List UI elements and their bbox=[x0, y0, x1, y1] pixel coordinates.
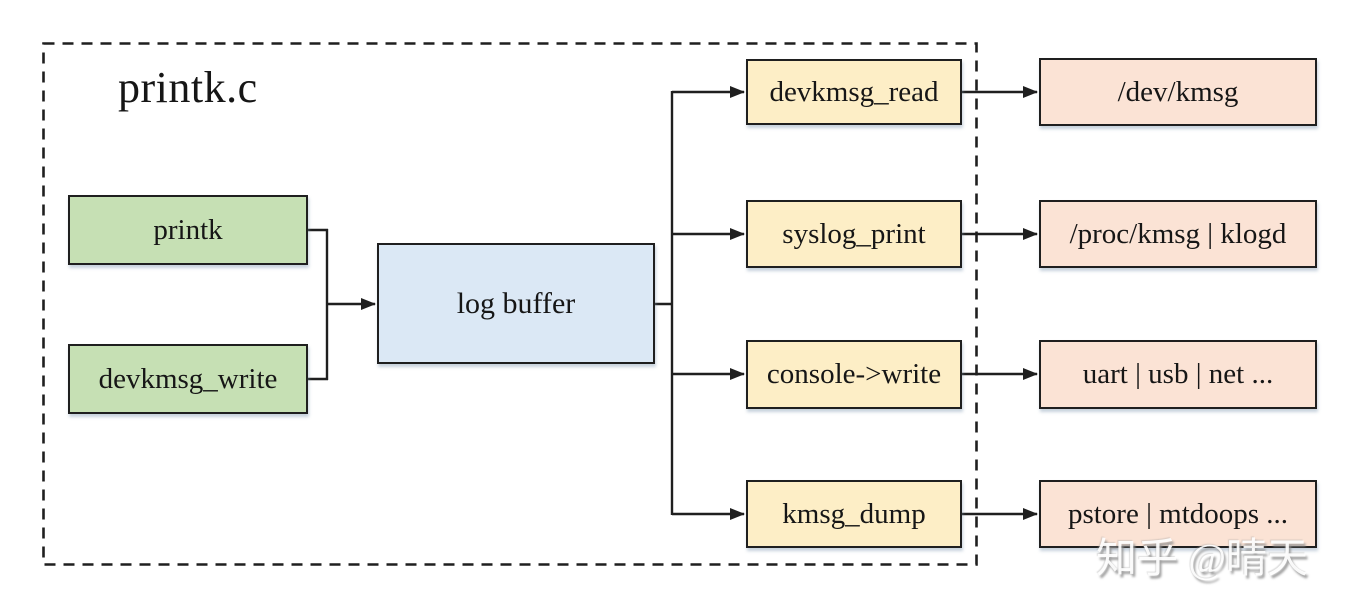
node-kmsg-dump: kmsg_dump bbox=[746, 480, 962, 548]
node-uart-usb-net: uart | usb | net ... bbox=[1039, 340, 1317, 409]
frame-title: printk.c bbox=[118, 63, 258, 112]
zhihu-watermark: 知乎 @晴天 bbox=[1096, 535, 1309, 581]
node-devkmsg-write: devkmsg_write bbox=[68, 344, 308, 414]
node-dev-kmsg: /dev/kmsg bbox=[1039, 58, 1317, 126]
node-proc-kmsg-klogd: /proc/kmsg | klogd bbox=[1039, 200, 1317, 268]
node-console-write: console->write bbox=[746, 340, 962, 409]
node-log-buffer: log buffer bbox=[377, 243, 655, 364]
node-pstore-mtdoops: pstore | mtdoops ... bbox=[1039, 480, 1317, 548]
node-printk: printk bbox=[68, 195, 308, 265]
node-devkmsg-read: devkmsg_read bbox=[746, 59, 962, 125]
node-syslog-print: syslog_print bbox=[746, 200, 962, 268]
